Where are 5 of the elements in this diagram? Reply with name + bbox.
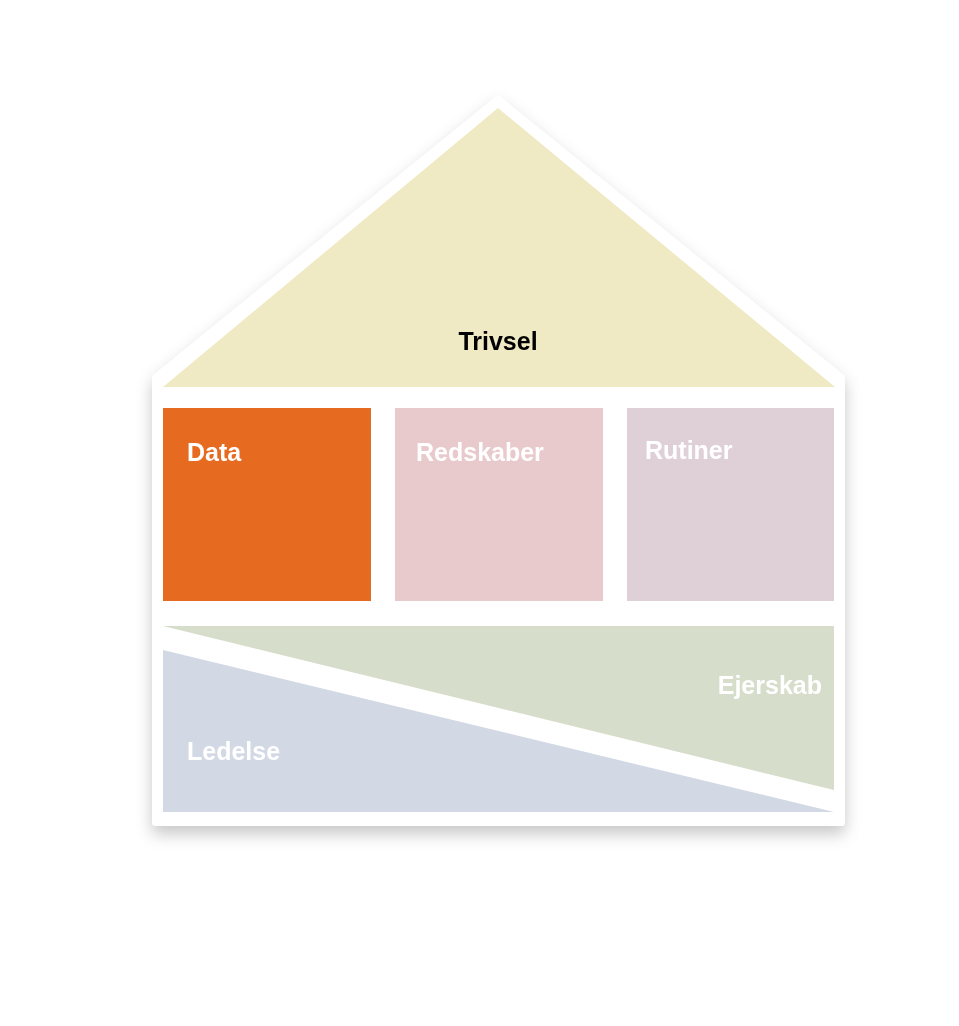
- section-label: Data: [187, 439, 242, 467]
- pillar-block: [627, 408, 834, 601]
- pillar-block: [395, 408, 603, 601]
- section-label: Trivsel: [458, 328, 538, 356]
- pillar-block: [163, 408, 371, 601]
